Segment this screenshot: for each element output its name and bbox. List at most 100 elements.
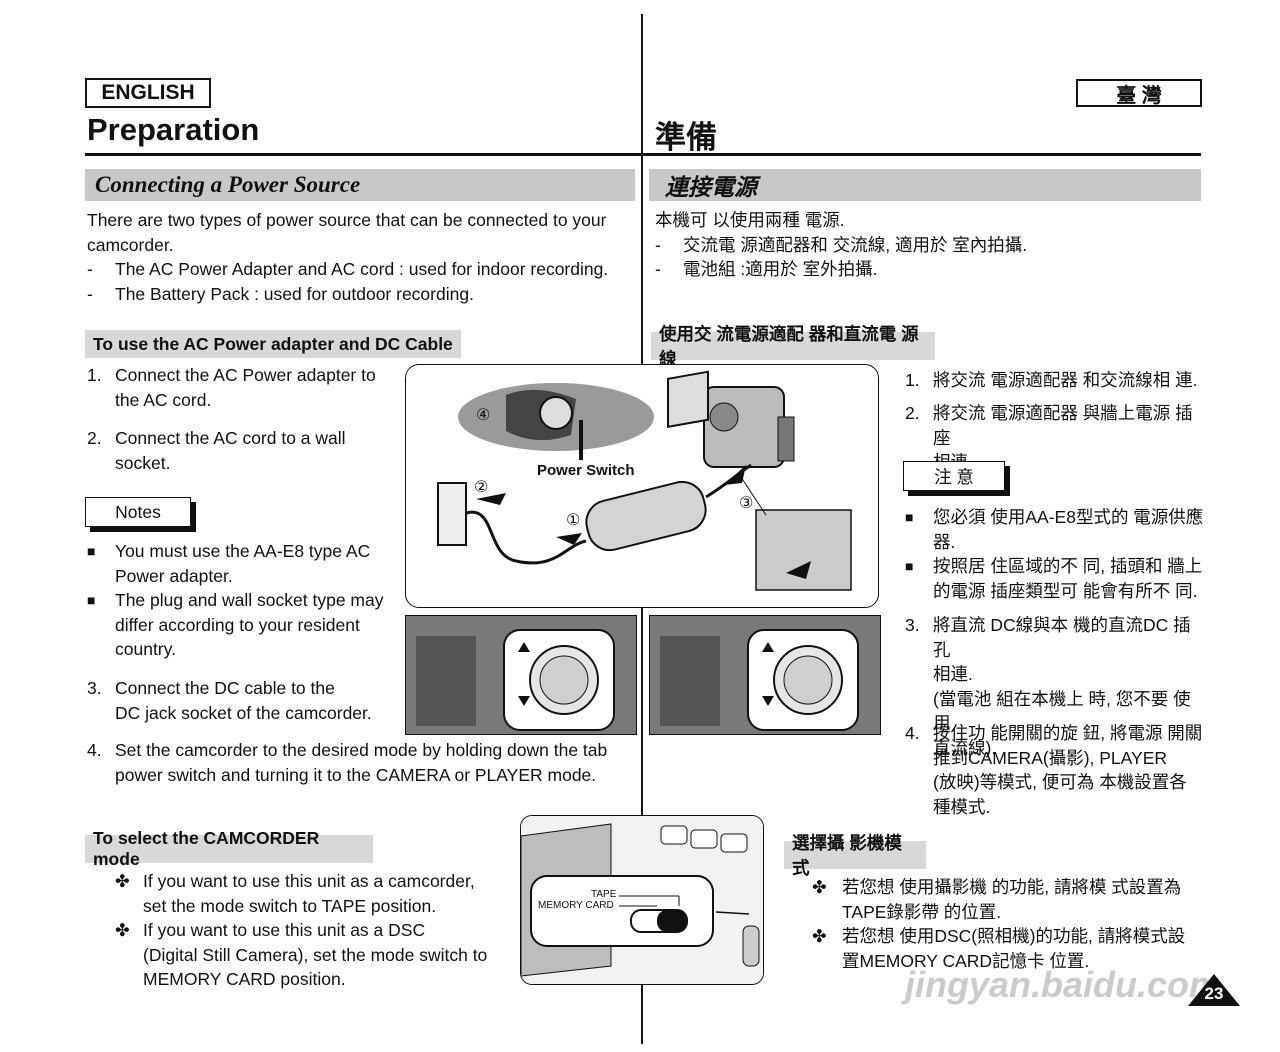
note-text: 的電源 插座類型可 能會有所不 同. bbox=[933, 580, 1198, 601]
bullet-icon: ✤ bbox=[115, 920, 130, 940]
callout-3: ③ bbox=[739, 495, 754, 512]
mode-text: 若您想 使用攝影機 的功能, 請將模 式設置為 bbox=[842, 877, 1182, 897]
ac-adapter bbox=[585, 480, 707, 552]
ac-heading-zh: 使用交 流電源適配 器和直流電 源線 bbox=[651, 324, 935, 369]
connection-diagram bbox=[437, 370, 852, 591]
mode-text: If you want to use this unit as a DSC bbox=[143, 920, 426, 940]
intro-zh-line1: 本機可 以使用兩種 電源. bbox=[655, 210, 845, 230]
step-text: socket. bbox=[115, 452, 171, 473]
dash-marker: - bbox=[87, 259, 93, 279]
note-text: 按照居 住區域的不 同, 插頭和 牆上 bbox=[933, 556, 1203, 576]
mode-item-zh-2: ✤ 若您想 使用DSC(照相機)的功能, 請將模式設 置MEMORY CARD記… bbox=[812, 924, 1202, 973]
intro-en: There are two types of power source that… bbox=[87, 208, 632, 306]
section-banner-en: Connecting a Power Source bbox=[85, 169, 635, 201]
header-rule bbox=[85, 153, 1201, 156]
mode-item-en-1: ✤ If you want to use this unit as a camc… bbox=[115, 869, 510, 918]
step-text: 將交流 電源適配器 和交流線相 連. bbox=[933, 370, 1198, 390]
step-en-4: 4. Set the camcorder to the desired mode… bbox=[87, 738, 632, 787]
note-text: You must use the AA-E8 type AC bbox=[115, 541, 371, 561]
arrow-icon bbox=[556, 533, 582, 545]
step-en-1: 1. Connect the AC Power adapter to the A… bbox=[87, 363, 387, 412]
mode-item-zh-1: ✤ 若您想 使用攝影機 的功能, 請將模 式設置為 TAPE錄影帶 的位置. bbox=[812, 875, 1202, 924]
bullet-icon: ✤ bbox=[115, 871, 130, 891]
step-text: 將直流 DC線與本 機的直流DC 插孔 bbox=[933, 615, 1191, 660]
switch-diagram bbox=[416, 629, 615, 731]
mode-switch-illustration: TAPE MEMORY CARD bbox=[520, 815, 764, 985]
memory-card-label: MEMORY CARD bbox=[538, 900, 614, 911]
step-number: 1. bbox=[905, 370, 920, 390]
mode-text: TAPE錄影帶 的位置. bbox=[842, 901, 1002, 922]
step-zh-3: 3. 將直流 DC線與本 機的直流DC 插孔 相連. (當電池 組在本機上 時,… bbox=[905, 613, 1205, 760]
step-zh-1: 1. 將交流 電源適配器 和交流線相 連. bbox=[905, 368, 1205, 393]
dash-marker: - bbox=[655, 234, 661, 255]
square-bullet-icon: ■ bbox=[905, 509, 914, 525]
mode-text: If you want to use this unit as a camcor… bbox=[143, 871, 475, 891]
note-en-2: ■ The plug and wall socket type may diff… bbox=[87, 588, 397, 662]
mode-text: 若您想 使用DSC(照相機)的功能, 請將模式設 bbox=[842, 926, 1186, 946]
triangle-badge-icon bbox=[1188, 974, 1240, 1006]
step-text: 將交流 電源適配器 與牆上電源 插座 bbox=[933, 403, 1193, 448]
step-text: DC jack socket of the camcorder. bbox=[115, 702, 372, 723]
arrow-down-icon bbox=[762, 696, 774, 706]
note-text: The plug and wall socket type may bbox=[115, 590, 384, 610]
note-text: Power adapter. bbox=[115, 565, 233, 586]
step-number: 4. bbox=[87, 740, 102, 760]
note-en-1: ■ You must use the AA-E8 type AC Power a… bbox=[87, 539, 397, 588]
tape-label: TAPE bbox=[591, 889, 617, 900]
callout-4: ④ bbox=[476, 407, 491, 424]
step-text: 推到CAMERA(攝影), PLAYER bbox=[933, 747, 1168, 768]
section-title-zh: 連接電源 bbox=[665, 174, 757, 200]
callout-1: ① bbox=[566, 512, 581, 529]
bullet-icon: ✤ bbox=[812, 877, 827, 897]
intro-en-line2: camcorder. bbox=[87, 234, 174, 255]
camcorder-drawing bbox=[667, 370, 795, 468]
square-bullet-icon: ■ bbox=[905, 558, 914, 574]
mode-heading-en: To select the CAMCORDER mode bbox=[85, 828, 373, 869]
step-number: 3. bbox=[87, 678, 102, 698]
page-number-badge: 23 bbox=[1186, 972, 1242, 1008]
step-text: (放映)等模式, 便可為 本機設置各 bbox=[933, 772, 1187, 792]
watermark: jingyan.baidu.com bbox=[905, 964, 1222, 1005]
notes-label-zh: 注 意 bbox=[903, 461, 1005, 491]
arrow-up-icon bbox=[518, 642, 530, 652]
page-number: 23 bbox=[1204, 984, 1224, 1003]
intro-zh: 本機可 以使用兩種 電源. - 交流電 源適配器和 交流線, 適用於 室內拍攝.… bbox=[655, 208, 1200, 282]
wall-socket bbox=[437, 482, 467, 546]
language-label-taiwan: 臺 灣 bbox=[1076, 79, 1202, 107]
step-number: 2. bbox=[905, 403, 920, 423]
note-zh-1: ■ 您必須 使用AA-E8型式的 電源供應 器. bbox=[905, 505, 1205, 554]
mode-text: (Digital Still Camera), set the mode swi… bbox=[143, 944, 488, 965]
mode-item-en-2: ✤ If you want to use this unit as a DSC … bbox=[115, 918, 510, 992]
arrow-icon bbox=[786, 561, 811, 579]
note-text: country. bbox=[115, 639, 176, 659]
step-number: 3. bbox=[905, 615, 920, 635]
connection-illustration: ④ ② ① ③ Power Switch bbox=[405, 364, 879, 608]
intro-zh-bullet: - 交流電 源適配器和 交流線, 適用於 室內拍攝. bbox=[655, 233, 1200, 258]
switch-photo-left bbox=[405, 615, 637, 735]
note-text: 您必須 使用AA-E8型式的 電源供應 bbox=[933, 507, 1204, 527]
step-text: 種模式. bbox=[933, 796, 991, 817]
arrow-icon bbox=[476, 493, 506, 505]
step-text: the AC cord. bbox=[115, 389, 212, 410]
intro-zh-bullet: - 電池組 :適用於 室外拍攝. bbox=[655, 257, 1200, 282]
mode-text: MEMORY CARD position. bbox=[143, 969, 346, 989]
switch-photo-right bbox=[649, 615, 881, 735]
step-text: Connect the AC cord to a wall bbox=[115, 428, 346, 448]
intro-en-bullet: - The AC Power Adapter and AC cord : use… bbox=[87, 257, 632, 282]
step-text: 直流線). bbox=[933, 737, 997, 758]
language-label-english: ENGLISH bbox=[85, 78, 211, 108]
arrow-icon bbox=[724, 465, 746, 485]
bullet-icon: ✤ bbox=[812, 926, 827, 946]
page-title-en: Preparation bbox=[87, 112, 260, 147]
page-title-zh: 準備 bbox=[655, 120, 717, 155]
section-banner-zh: 連接電源 bbox=[649, 169, 1201, 201]
square-bullet-icon: ■ bbox=[87, 543, 96, 559]
mode-slider-knob bbox=[657, 910, 687, 932]
intro-zh-b2: 電池組 :適用於 室外拍攝. bbox=[683, 259, 878, 279]
intro-zh-b1: 交流電 源適配器和 交流線, 適用於 室內拍攝. bbox=[683, 234, 1028, 255]
intro-en-b1: The AC Power Adapter and AC cord : used … bbox=[115, 259, 609, 279]
section-title-en: Connecting a Power Source bbox=[95, 172, 361, 197]
step-number: 4. bbox=[905, 723, 920, 743]
note-text: 器. bbox=[933, 531, 956, 552]
dash-marker: - bbox=[655, 259, 661, 279]
